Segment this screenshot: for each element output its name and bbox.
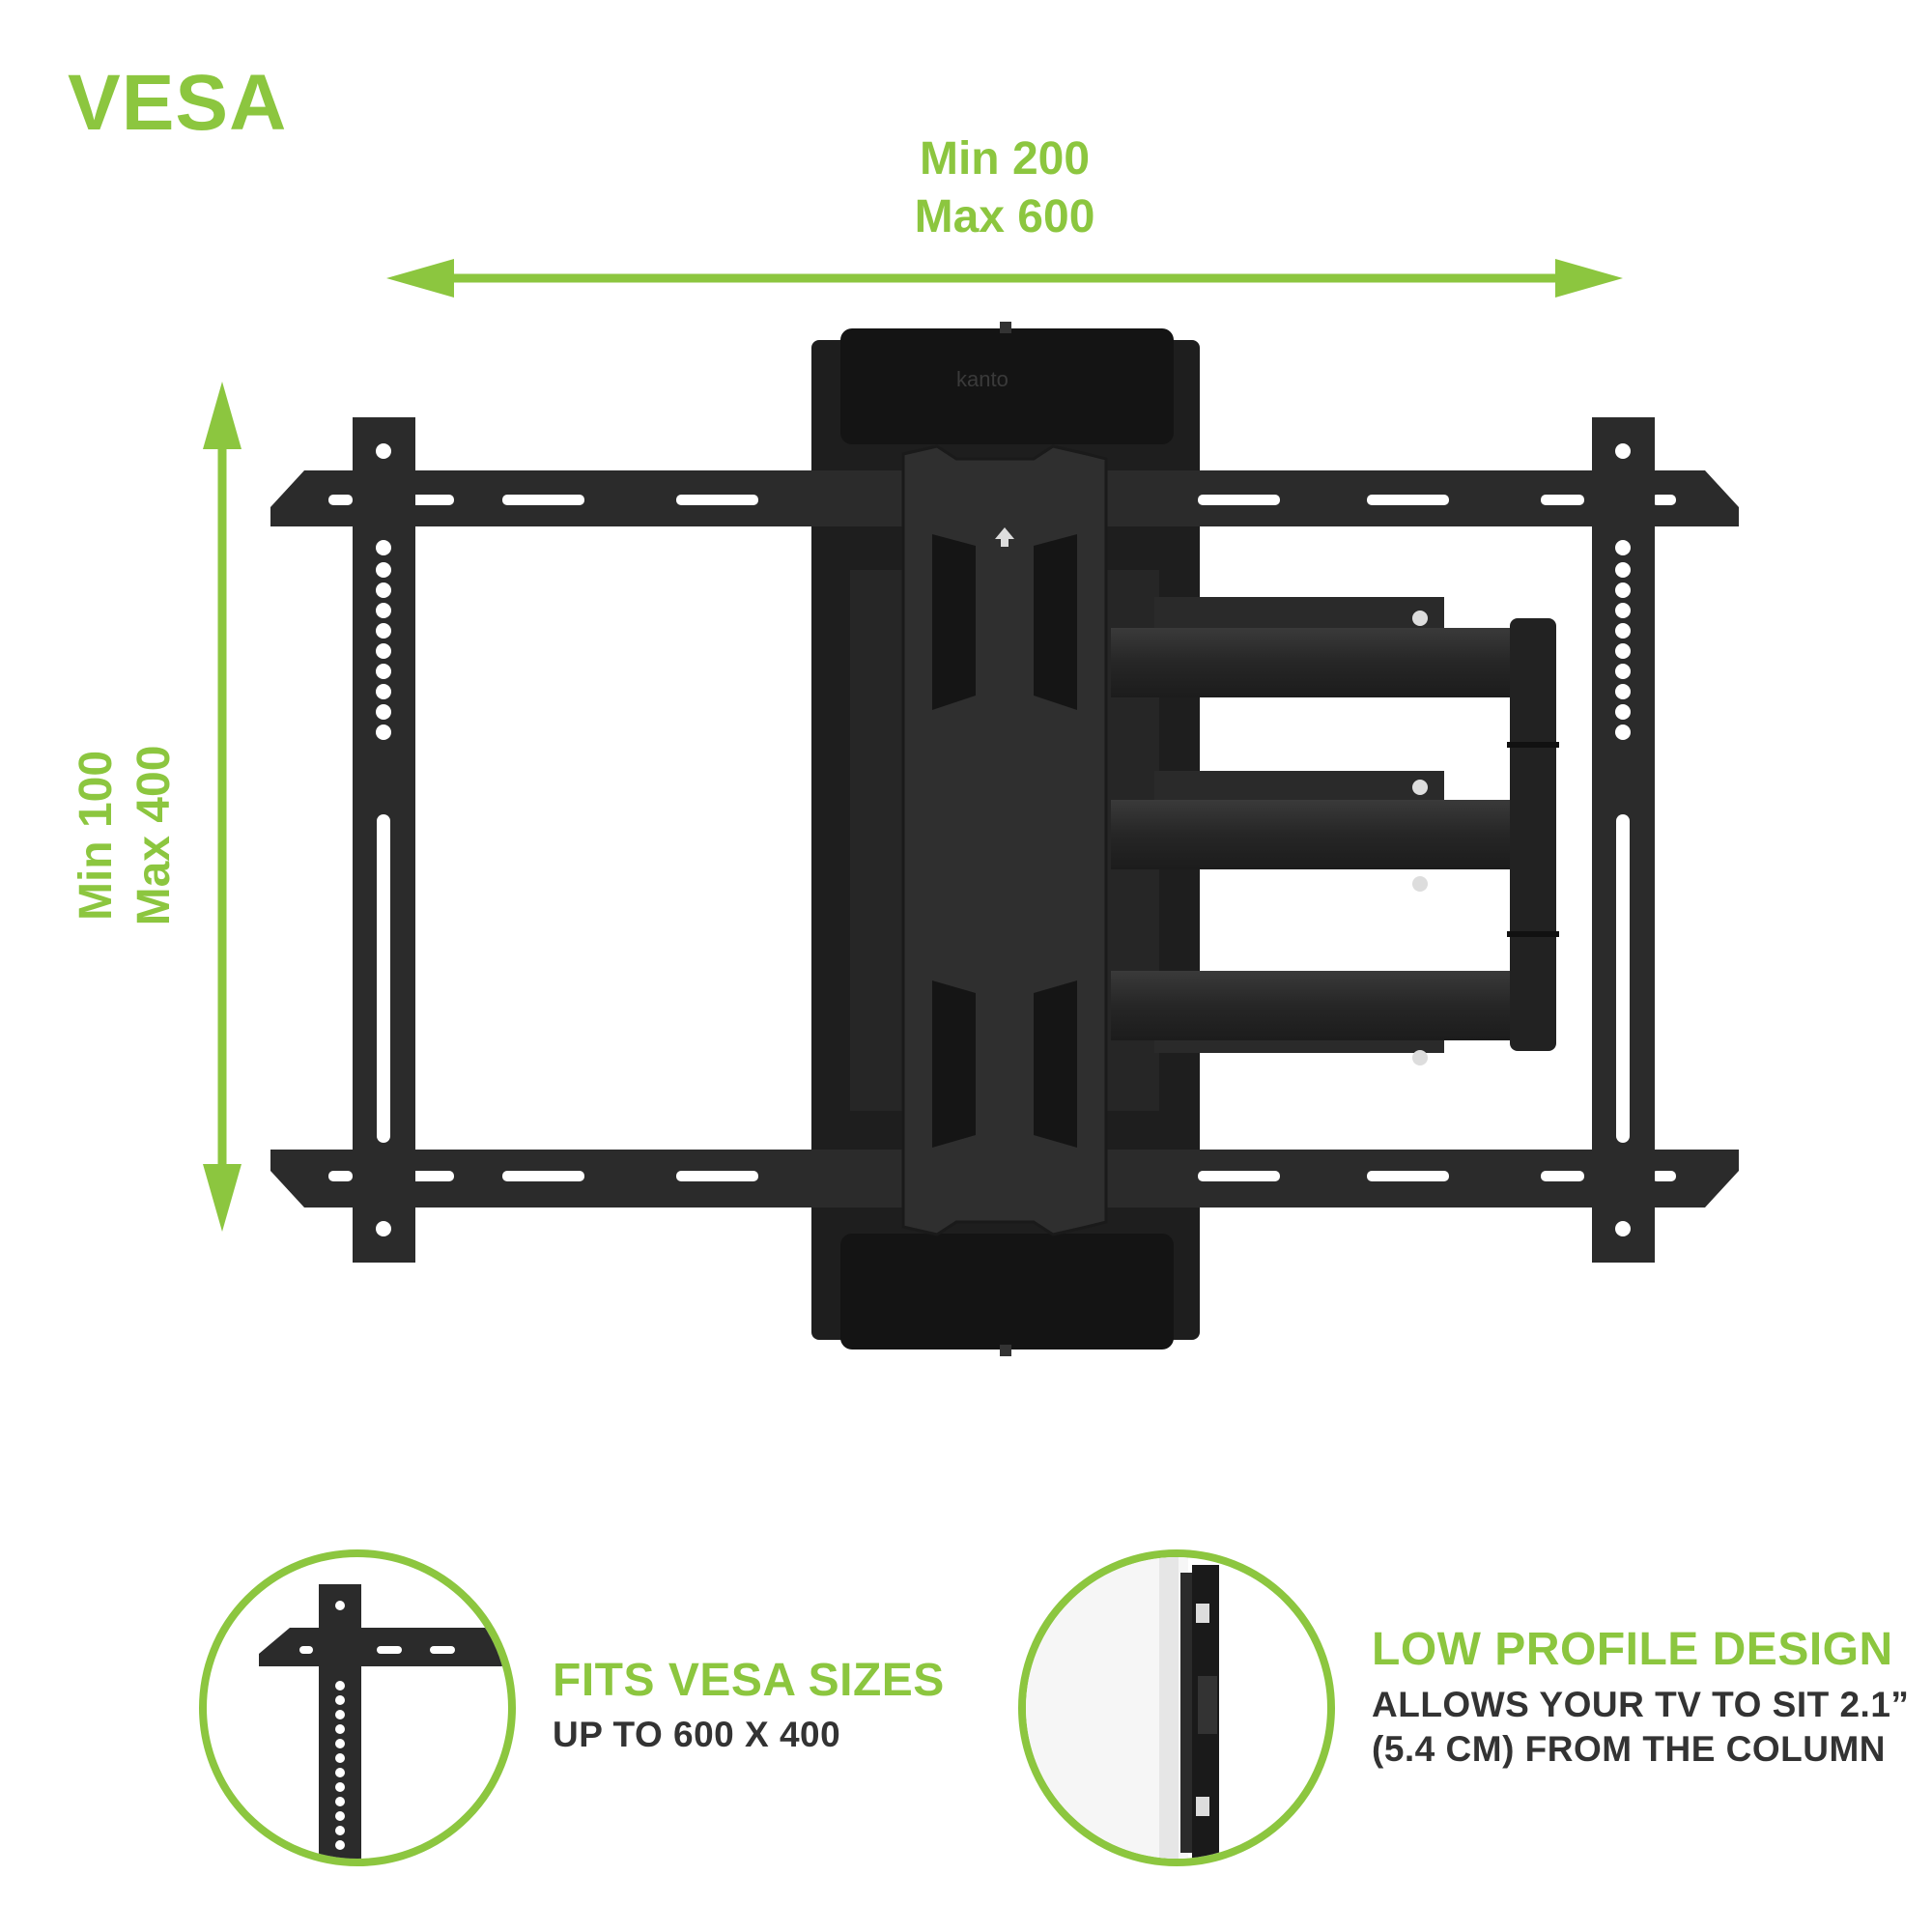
feature-low-profile-subtitle-line2: (5.4 CM) FROM THE COLUMN [1372,1729,1887,1769]
width-max: Max 600 [914,191,1095,242]
right-vesa-bar [1592,417,1655,1263]
height-arrow [203,382,242,1232]
feature-vesa-subtitle: UP TO 600 X 400 [553,1715,841,1754]
left-vesa-bar [353,417,415,1263]
brand-logo: kanto [956,367,1009,391]
feature-low-profile-heading: LOW PROFILE DESIGN [1372,1624,1893,1675]
feature-vesa-heading: FITS VESA SIZES [553,1655,945,1706]
width-dimension-label: Min 200 Max 600 [811,130,1198,246]
page-title: VESA [68,59,288,147]
width-arrow [386,259,1623,298]
vesa-bracket-icon [199,1549,516,1866]
center-mounting-plate [901,444,1108,1236]
width-min: Min 200 [919,133,1091,185]
low-profile-icon [1018,1549,1335,1866]
feature-low-profile-subtitle-line1: ALLOWS YOUR TV TO SIT 2.1” [1372,1685,1910,1724]
articulating-arms [1111,597,1559,1065]
